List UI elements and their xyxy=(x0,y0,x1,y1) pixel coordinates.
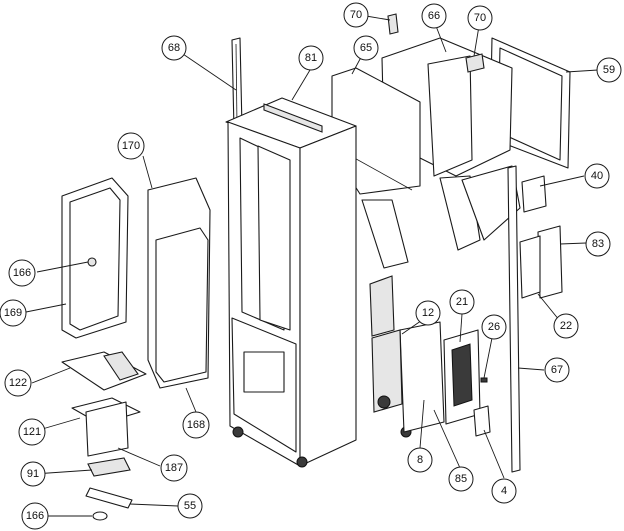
callout-166: 166 xyxy=(8,259,36,287)
callout-68: 68 xyxy=(161,35,187,61)
callout-label: 66 xyxy=(428,10,440,22)
callout-label: 55 xyxy=(184,500,196,512)
callout-label: 68 xyxy=(168,42,180,54)
plate-91 xyxy=(87,457,131,477)
callout-label: 65 xyxy=(360,42,372,54)
callout-121: 121 xyxy=(18,418,46,446)
bracket-83 xyxy=(519,225,563,299)
callout-label: 21 xyxy=(456,296,468,308)
callout-label: 169 xyxy=(4,307,22,319)
callout-label: 26 xyxy=(488,321,500,333)
callout-label: 83 xyxy=(592,238,604,250)
callout-122: 122 xyxy=(4,369,32,397)
callout-label: 70 xyxy=(474,12,486,24)
callout-label: 168 xyxy=(187,419,205,431)
clip-166 xyxy=(92,511,108,521)
callout-label: 81 xyxy=(305,52,317,64)
callout-81: 81 xyxy=(298,45,324,71)
latch-55 xyxy=(85,487,133,509)
callout-4: 4 xyxy=(491,478,517,504)
callout-label: 67 xyxy=(551,364,563,376)
callout-170: 170 xyxy=(117,132,145,160)
callout-85: 85 xyxy=(448,466,474,492)
callout-12: 12 xyxy=(415,300,441,326)
side-rail-68 xyxy=(231,37,243,131)
callout-label: 8 xyxy=(417,454,423,466)
front-door-170 xyxy=(147,177,211,389)
callout-label: 122 xyxy=(9,377,27,389)
callout-label: 170 xyxy=(122,140,140,152)
callout-168: 168 xyxy=(182,411,210,439)
callout-label: 40 xyxy=(591,170,603,182)
callout-70: 70 xyxy=(343,2,369,28)
door-frame-169 xyxy=(61,177,129,339)
callout-55: 55 xyxy=(177,493,203,519)
bracket-70 xyxy=(387,13,399,35)
callout-70: 70 xyxy=(467,5,493,31)
callout-label: 187 xyxy=(165,462,183,474)
callout-40: 40 xyxy=(584,163,610,189)
control-board-21 xyxy=(443,329,481,425)
callout-22: 22 xyxy=(553,313,579,339)
main-cabinet-81 xyxy=(225,97,412,468)
side-panel-67 xyxy=(507,165,521,473)
fitting-26 xyxy=(480,377,488,383)
callout-169: 169 xyxy=(0,299,27,327)
chute-121 xyxy=(71,397,141,457)
callout-label: 70 xyxy=(350,9,362,21)
callout-label: 166 xyxy=(13,267,31,279)
callout-label: 85 xyxy=(455,473,467,485)
cover-plate-40 xyxy=(521,175,547,213)
callout-21: 21 xyxy=(449,289,475,315)
motor-assembly-12 xyxy=(369,275,403,413)
callout-65: 65 xyxy=(353,35,379,61)
callout-label: 121 xyxy=(23,426,41,438)
callout-label: 166 xyxy=(26,510,44,522)
callout-label: 12 xyxy=(422,307,434,319)
callout-26: 26 xyxy=(481,314,507,340)
callout-187: 187 xyxy=(160,454,188,482)
callout-label: 4 xyxy=(501,485,507,497)
callout-59: 59 xyxy=(596,57,622,83)
callout-8: 8 xyxy=(407,447,433,473)
callout-label: 91 xyxy=(27,468,39,480)
connector-4 xyxy=(473,405,491,437)
mount-plate-85 xyxy=(399,321,445,433)
callout-66: 66 xyxy=(421,3,447,29)
tray-122 xyxy=(61,351,147,391)
callout-67: 67 xyxy=(544,357,570,383)
callout-83: 83 xyxy=(585,231,611,257)
callout-91: 91 xyxy=(20,461,46,487)
callout-label: 22 xyxy=(560,320,572,332)
callout-label: 59 xyxy=(603,64,615,76)
callout-166: 166 xyxy=(21,502,49,530)
